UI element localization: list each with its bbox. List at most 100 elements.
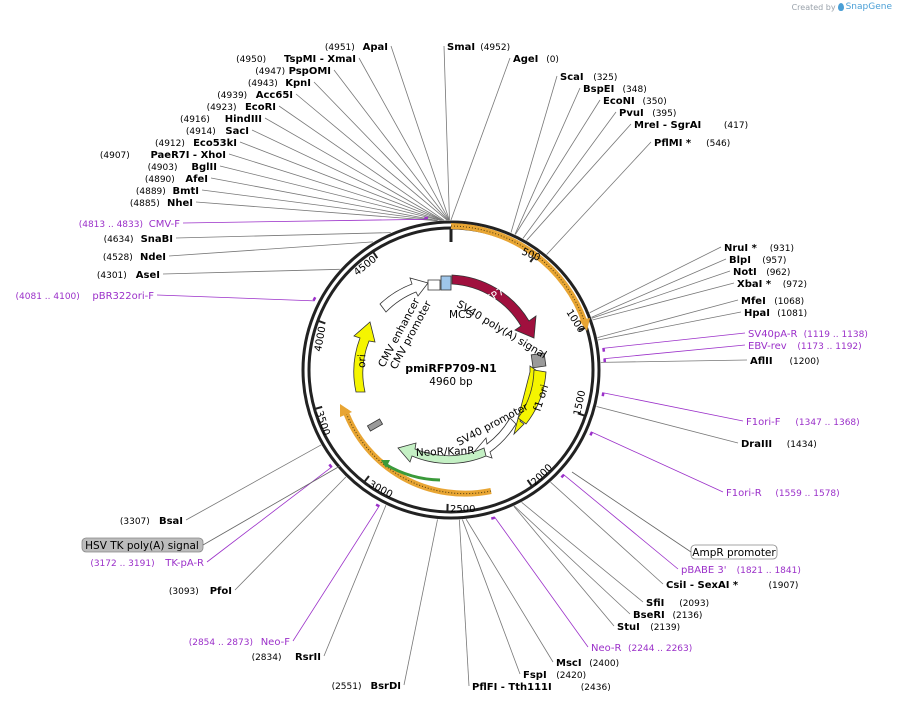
site-22-position: (395) <box>652 109 676 119</box>
site-leader <box>465 519 554 663</box>
site-26: BlpI(957) <box>729 255 786 266</box>
feature-label-ori: ori <box>356 354 368 368</box>
site-28-position: (972) <box>783 280 807 290</box>
site-40: BsrDI(2551) <box>332 681 401 692</box>
primer-6-name: pBABE 3' <box>681 565 727 576</box>
site-20-position: (348) <box>623 85 647 95</box>
site-leader <box>162 268 340 275</box>
primer-7-name: Neo-R <box>591 643 622 654</box>
site-23-name: MreI - SgrAI <box>634 120 701 131</box>
site-41-position: (2834) <box>252 653 282 663</box>
site-3-name: KpnI <box>285 78 311 89</box>
site-27: NotI(962) <box>733 267 790 278</box>
site-6-name: HindIII <box>225 114 262 125</box>
site-37: MscI(2400) <box>556 658 619 669</box>
site-35: BseRI(2136) <box>633 610 702 621</box>
site-14-position: (4634) <box>104 235 134 245</box>
site-34-position: (2093) <box>679 599 709 609</box>
site-8-position: (4912) <box>155 139 185 149</box>
site-21-position: (350) <box>643 97 667 107</box>
feature-cmv-promoter <box>427 279 441 291</box>
primer-leader <box>562 473 679 570</box>
site-39-position: (2436) <box>581 683 611 693</box>
primer-3: EBV-rev(1173 .. 1192) <box>748 341 862 352</box>
primer-7: Neo-R (2244 .. 2263) <box>591 643 692 654</box>
site-36-name: StuI <box>617 622 640 633</box>
primer-0-name: CMV-F <box>149 219 180 230</box>
orf-arrow-1 <box>579 318 590 331</box>
site-leader <box>526 123 632 241</box>
feature-neor-kanr <box>397 442 487 464</box>
site-leader <box>323 505 387 657</box>
primer-9-name: TK-pA-R <box>164 558 204 569</box>
site-1: TspMI - XmaI(4950) <box>236 54 356 65</box>
site-14: SnaBI(4634) <box>104 234 173 245</box>
site-41: RsrII (2834) <box>252 652 321 663</box>
site-22-name: PvuI <box>619 108 644 119</box>
site-21: EcoNI(350) <box>603 96 667 107</box>
site-leader <box>390 45 450 221</box>
primer-2-name: SV40pA-R <box>748 329 797 340</box>
site-33-name: CsiI - SexAI * <box>666 580 739 591</box>
site-15-name: NdeI <box>140 252 166 263</box>
site-leader <box>201 189 438 222</box>
site-7: SacI(4914) <box>186 126 249 137</box>
site-42-name: PfoI <box>210 586 232 597</box>
site-leader <box>185 444 322 521</box>
backbone-outer-ring <box>301 220 601 520</box>
site-labels: ApaI(4951)TspMI - XmaI(4950)PspOMI(4947)… <box>16 42 868 693</box>
site-10-position: (4903) <box>148 163 178 173</box>
primer-9-range: (3172 .. 3191) <box>90 559 154 569</box>
site-38-position: (2420) <box>556 671 586 681</box>
tick-2500: 2500 <box>450 504 475 515</box>
primer-mark <box>375 503 380 508</box>
hsv-tk-polya-label: HSV TK poly(A) signal <box>85 540 199 552</box>
primer-leader <box>182 218 425 224</box>
site-11-position: (4890) <box>145 175 175 185</box>
site-39: PflFI - Tth111I(2436) <box>472 682 611 693</box>
site-31: AflII(1200) <box>750 356 819 367</box>
site-37-name: MscI <box>556 658 582 669</box>
site-7-position: (4914) <box>186 127 216 137</box>
primer-5: F1ori-R(1559 .. 1578) <box>726 488 840 499</box>
site-35-position: (2136) <box>673 611 703 621</box>
site-12-position: (4889) <box>136 187 166 197</box>
site-leader <box>589 246 722 314</box>
primer-leader <box>602 392 744 422</box>
site-8-name: Eco53kI <box>193 138 237 149</box>
site-leader <box>168 241 373 257</box>
site-leader <box>219 165 441 221</box>
site-leader <box>514 87 581 235</box>
site-leader <box>597 311 742 341</box>
site-29-position: (1068) <box>774 297 804 307</box>
primer-1: pBR322ori-F(4081 .. 4100) <box>16 291 155 302</box>
site-18-position: (0) <box>546 55 559 65</box>
primer-leader <box>292 505 380 642</box>
primer-7-range: (2244 .. 2263) <box>628 644 692 654</box>
site-16-name: AseI <box>136 270 160 281</box>
site-5: EcoRI(4923) <box>207 102 276 113</box>
tick-1500: 1500 <box>572 389 588 416</box>
site-19: ScaI(325) <box>560 72 617 83</box>
site-41-name: RsrII <box>295 652 321 663</box>
major-tick-mark <box>363 475 370 483</box>
site-leader <box>295 93 448 221</box>
site-leader <box>228 153 442 221</box>
site-28-name: XbaI * <box>737 279 772 290</box>
site-26-position: (957) <box>762 256 786 266</box>
site-leader <box>592 282 735 321</box>
site-36: StuI(2139) <box>617 622 680 633</box>
tick-3000: 3000 <box>367 479 395 501</box>
site-38-name: FspI <box>523 670 547 681</box>
site-leader <box>522 111 617 239</box>
major-tick-mark <box>372 250 379 259</box>
orf-arc-1-dots <box>450 225 586 324</box>
site-2: PspOMI(4947) <box>255 66 331 77</box>
site-27-position: (962) <box>766 268 790 278</box>
primer-0: CMV-F(4813 .. 4833) <box>79 219 181 230</box>
site-22: PvuI (395) <box>619 108 676 119</box>
site-leader <box>462 519 521 675</box>
site-leader <box>251 129 443 221</box>
site-9-name: PaeR7I - XhoI <box>150 150 226 161</box>
